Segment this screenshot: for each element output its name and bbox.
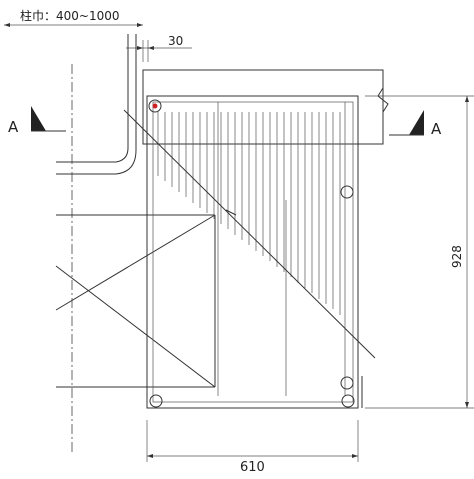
unit-body [146,95,359,409]
clearance-dimension: 30 [126,34,192,62]
left-pipe-box [55,214,216,388]
width-label: 610 [240,460,265,475]
width-dimension: 610 [146,420,359,475]
height-label: 928 [450,245,464,268]
section-mark-right: A [389,110,442,138]
fin-hatching [123,109,376,359]
pillar-width-dimension: 柱巾：400~1000 [4,8,143,27]
top-beam [142,69,389,145]
mounting-points [148,99,363,408]
pillar-width-label: 柱巾：400~1000 [20,8,120,23]
height-dimension: 928 [365,95,474,409]
clearance-label: 30 [168,34,183,48]
section-mark-left: A [8,106,66,136]
section-label-right: A [431,120,442,138]
section-label-left: A [8,118,19,136]
pillar-outline [56,34,137,175]
